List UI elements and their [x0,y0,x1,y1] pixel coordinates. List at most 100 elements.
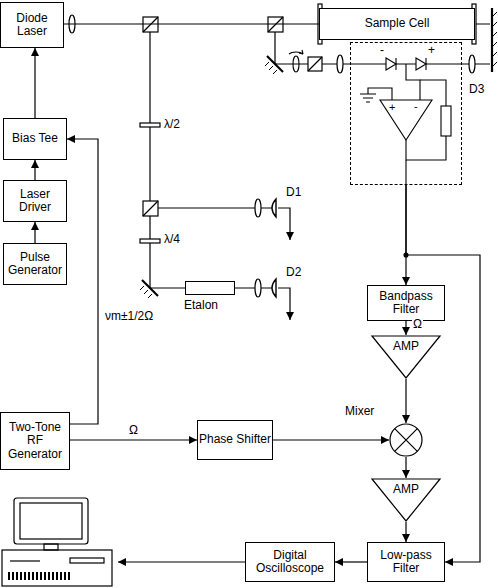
node-text: D3 [469,83,484,96]
node-label: AMP [371,340,441,353]
balanced-detector-circuit [360,94,376,102]
computer-icon [14,498,88,544]
computer-icon [2,498,248,586]
cell-window [318,4,476,44]
node-label: Diode Laser [1,12,63,38]
polarization-rotator [293,56,299,72]
balanced-detector-circuit [406,64,420,100]
wave-plate [140,123,160,127]
mixer-symbol: Mixer [389,423,423,457]
wave-plate [140,239,160,243]
node-label: Etalon [184,299,218,312]
computer-icon [8,572,72,580]
amplifier-outline [372,336,440,378]
node-text: Sample Cell [320,17,474,30]
mixer-outline [390,424,422,456]
wave-plate-label: λ/2 [164,118,180,130]
balanced-detector-circuit [406,136,446,160]
balanced-detector-circuit [425,58,426,70]
computer-icon [2,550,112,586]
node-text: AMP [371,483,441,496]
laser-beam [150,24,490,288]
mixer-outline [389,423,423,457]
input-sign: + [389,102,395,113]
beam-splitter-cube [308,57,322,71]
node-text: Low-pass Filter [368,549,444,575]
balanced-detector-circuit [395,58,396,70]
laser-box: Diode Laser [0,2,64,48]
node-label: Sample Cell [320,17,474,30]
node-text: Diode Laser [1,12,63,38]
beam-splitter-cube [308,57,322,71]
node-text: Etalon [184,299,218,312]
balanced-detector-circuit [416,58,426,70]
node-text: AMP [371,340,441,353]
polarity-sign: + [428,44,435,56]
computer-icon [20,503,82,539]
connector [64,23,319,24]
connector [70,439,197,440]
balanced-detector-circuit [420,80,446,106]
photodetector [278,288,290,320]
connector [34,222,35,243]
connector [335,561,367,562]
node-label: Low-pass Filter [368,549,444,575]
lens [255,199,261,217]
photodetector [272,199,276,217]
process-box: Bias Tee [3,118,67,160]
mirror [491,8,493,72]
amplifier-triangle: AMP [371,478,441,522]
connector [34,48,35,118]
balanced-detector-circuit [441,106,451,136]
mirror [265,62,277,74]
etalon: Etalon [185,281,235,295]
filter-box: Bandpass Filter [367,285,445,321]
mirror [493,12,497,66]
node-text: Pulse Generator [4,251,66,277]
lens [469,55,475,73]
detector-label: D2 [286,266,301,278]
node-label: D3 [469,83,484,96]
node-label: Laser Driver [4,188,66,214]
polarity-sign: - [380,44,384,56]
process-box: Digital Oscilloscope [245,542,335,582]
edge-label: νm±1/2Ω [104,310,154,323]
node-label: Pulse Generator [4,251,66,277]
node-text: Bias Tee [4,132,66,145]
connector [405,457,406,478]
process-box: Pulse Generator [3,243,67,285]
connector [34,160,35,180]
connector [67,139,98,424]
node-label: Mixer [345,405,374,418]
mixer-cross [395,429,418,452]
input-sign: - [414,101,418,112]
connector [405,379,406,423]
balanced-detector-circuit [380,100,432,140]
node-label: Two-Tone RF Generator [1,421,69,461]
amplifier-triangle: AMP [371,335,441,379]
edge-label: Ω [128,424,139,437]
connector [405,321,406,335]
node-text: Digital Oscilloscope [246,549,334,575]
filter-box: Low-pass Filter [367,542,445,582]
computer-icon [44,544,58,550]
process-box: Laser Driver [3,180,67,222]
polarization-rotator [289,50,303,72]
connector [405,522,406,542]
computer-icon [118,561,248,562]
node-text: Laser Driver [4,188,66,214]
balanced-detector-circuit [405,160,406,185]
node-text: Phase Shifter [198,433,272,446]
node-label: Bandpass Filter [368,290,444,316]
node-label: Digital Oscilloscope [246,549,334,575]
node-text: Mixer [345,405,374,418]
node-label: AMP [371,483,441,496]
wave-plate-label: λ/4 [164,233,180,245]
node-text: Bandpass Filter [368,290,444,316]
laser-beam [150,32,272,288]
process-box: Two-Tone RF Generator [0,412,70,470]
photodetector [272,279,276,297]
polarization-rotator [299,50,303,54]
lens [255,279,261,297]
